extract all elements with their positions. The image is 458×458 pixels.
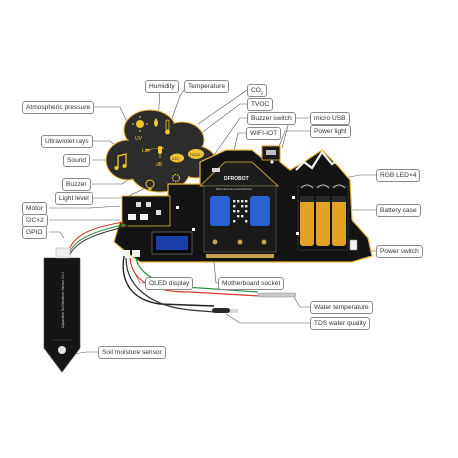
atmospheric-pressure-label: Atmospheric pressure: [22, 101, 95, 114]
water-temperature-probe: [257, 292, 297, 298]
gear-icon: [171, 173, 181, 183]
microbit-socket: [203, 185, 277, 258]
power-light-led: [270, 160, 274, 164]
light-level-label: Light level: [55, 192, 93, 205]
power-switch-part: [349, 239, 358, 251]
power-light-label: Power light: [310, 125, 351, 138]
co2-cloud-icon: [170, 153, 184, 163]
gpio-label: GPIO: [22, 226, 47, 239]
co2-label: CO2: [247, 84, 268, 97]
water-temperature-label: Water temperature: [310, 301, 373, 314]
micro-usb-label: micro USB: [310, 112, 350, 125]
board-subtitle: Micro:Environmental Science: [216, 187, 253, 191]
sensor-cloud: [105, 109, 217, 193]
motherboard-socket-label: Motherboard socket: [218, 277, 285, 290]
tvoc-label: TVOC: [247, 98, 274, 111]
oled-display-part: [151, 231, 193, 255]
ultraviolet-rays-label: Ultraviolet rays: [41, 135, 93, 148]
tds-probe: [212, 308, 238, 313]
droplet-icon: [154, 118, 158, 127]
soil-moisture-sensor-part: [43, 247, 81, 373]
buzzer-switch-label: Buzzer switch: [247, 112, 296, 125]
rgb-led-label: RGB LED×4: [376, 169, 421, 182]
rgb-led-part: [176, 196, 299, 235]
thermometer-icon: [165, 119, 170, 135]
battery-case-label: Battery case: [376, 204, 421, 217]
bulb-icon: [145, 179, 155, 190]
tvoc-icon: TVOC: [190, 152, 201, 157]
db-icon: dB: [156, 162, 163, 168]
sensor-panel: [121, 195, 171, 227]
co2-label-text: CO: [251, 87, 261, 94]
sun-icon: [132, 116, 148, 132]
tvoc-cloud-icon: [188, 149, 204, 159]
buzzer-label: Buzzer: [62, 178, 91, 191]
temperature-label: Temperature: [184, 80, 230, 93]
music-note-icon: [114, 153, 127, 170]
co2-icon: CO₂: [172, 156, 180, 161]
power-switch-label: Power switch: [376, 245, 423, 258]
micro-usb-port: [266, 150, 276, 155]
lux-icon: Lux: [142, 148, 151, 154]
oled-display-label: OLED display: [145, 277, 194, 290]
buzzer-switch-part: [212, 168, 220, 172]
sound-label: Sound: [63, 154, 91, 167]
battery-case-part: [297, 184, 349, 251]
soil-moisture-sensor-label: Soil moisture sensor: [98, 346, 166, 359]
bottom-connectors: [122, 250, 140, 257]
co2-label-subscript: 2: [260, 90, 264, 96]
board-brand: DFROBOT: [224, 176, 249, 182]
microphone-icon: [158, 146, 162, 158]
uv-icon: UV: [135, 136, 143, 142]
humidity-label: Humidity: [145, 80, 179, 93]
probe-text: Capacitive Soil Moisture Sensor V1.0: [61, 272, 65, 328]
tds-water-quality-label: TDS water quality: [310, 317, 371, 330]
i2c-label: I2C×2: [22, 214, 48, 227]
wifi-iot-label: WIFI-IOT: [246, 127, 282, 140]
